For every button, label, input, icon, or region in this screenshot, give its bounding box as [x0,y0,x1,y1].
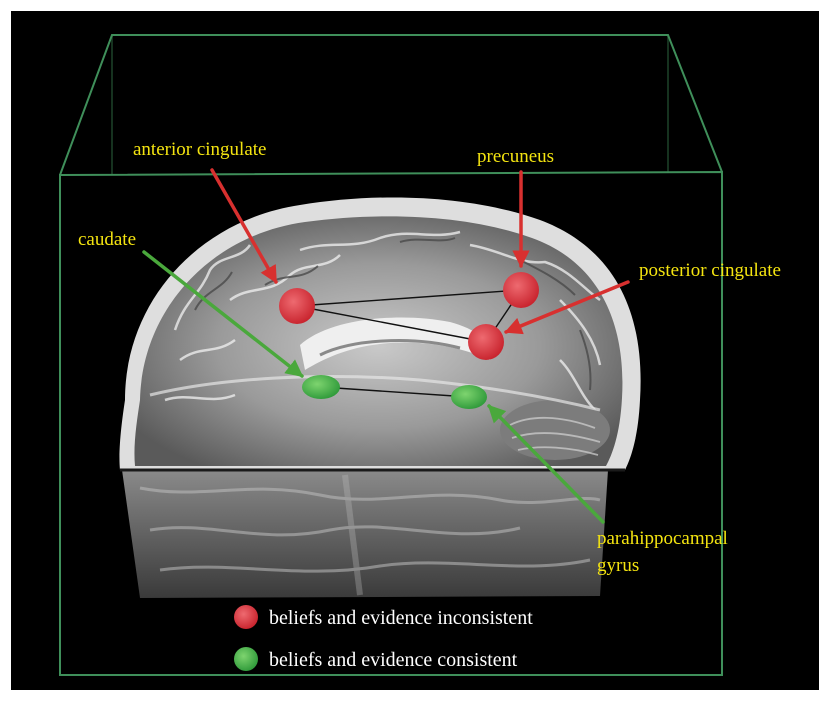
region-parahippocampal-gyrus [451,385,487,409]
mri-slice [119,197,640,598]
label-posterior-cingulate: posterior cingulate [639,260,781,281]
label-caudate: caudate [78,229,136,250]
label-parahippocampal-line2: gyrus [597,555,639,576]
legend-swatch-consistent [234,647,258,671]
region-anterior-cingulate [279,288,315,324]
legend-label-consistent: beliefs and evidence consistent [269,649,518,671]
region-posterior-cingulate [468,324,504,360]
label-anterior-cingulate: anterior cingulate [133,139,266,160]
legend-label-inconsistent: beliefs and evidence inconsistent [269,607,533,629]
label-precuneus: precuneus [477,146,554,167]
legend-swatch-inconsistent [234,605,258,629]
region-precuneus [503,272,539,308]
region-caudate [302,375,340,399]
neck-strip [122,470,608,598]
label-parahippocampal-line1: parahippocampal [597,528,728,549]
